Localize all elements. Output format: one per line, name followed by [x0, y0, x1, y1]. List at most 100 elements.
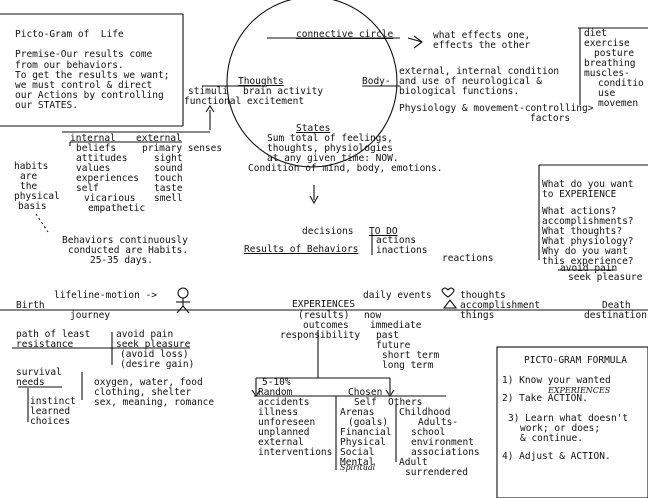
external-item-primary-senses: primary senses	[142, 143, 223, 154]
todo-label: TO DO	[369, 226, 398, 237]
destination-label: destination	[584, 310, 647, 321]
others-item-surrendered: surrendered	[405, 467, 468, 478]
timeline-future: future	[376, 340, 411, 351]
physiology-line-1: Physiology & movement-controlling>	[399, 103, 594, 114]
random-title: Random	[258, 387, 293, 398]
habits-line-1: habits	[14, 161, 49, 172]
path-desire-gain: (desire gain)	[120, 359, 195, 370]
journey-label: journey	[70, 310, 111, 321]
experience-seek-pleasure: seek pleasure	[568, 272, 643, 283]
states-line-3: at any given time: NOW.	[267, 153, 399, 164]
body-label: Body-	[362, 76, 391, 87]
effects-line-2: effects the other	[433, 40, 531, 51]
random-percent: 5-10%	[262, 377, 291, 388]
random-item-external: external	[258, 437, 304, 448]
needs-line-2: clothing, shelter	[94, 387, 192, 398]
external-item-taste: taste	[154, 183, 183, 194]
formula-step-3-line-3: & continue.	[520, 433, 583, 444]
random-item-accidents: accidents	[258, 397, 310, 408]
habits-line-4: physical	[14, 191, 60, 202]
external-item-sight: sight	[154, 153, 183, 164]
choices-label: choices	[30, 416, 71, 427]
body-line-1: external, internal condition	[399, 66, 560, 77]
results-of-behaviors: Results of Behaviors	[244, 244, 359, 255]
physiology-line-2: factors	[530, 113, 571, 124]
self-item-financial: Financial	[340, 427, 392, 438]
birth-label: Birth	[16, 300, 45, 311]
formula-step-3-line-2: work; or does;	[520, 423, 601, 434]
experiences-label: EXPERIENCES	[292, 299, 355, 310]
body-item-posture: posture	[594, 48, 635, 59]
self-item-spiritual: Spiritual	[340, 463, 376, 472]
timeline-past: past	[376, 330, 399, 341]
path-seek-pleasure: seek pleasure	[116, 339, 191, 350]
experience-line-6: What thoughts?	[542, 226, 623, 237]
random-item-unforeseen: unforeseen	[258, 417, 316, 428]
diagram-title: Picto-Gram of Life	[15, 29, 124, 40]
premise-line-2: from our behaviors.	[15, 60, 124, 71]
random-item-illness: illness	[258, 407, 299, 418]
states-line-2: thoughts, physiologies	[267, 143, 393, 154]
internal-item-vicarious: vicarious	[84, 193, 136, 204]
daily-events-label: daily events	[363, 290, 432, 301]
timeline-immediate: immediate	[370, 320, 422, 331]
stimuli-label: stimuli	[188, 86, 229, 97]
lifeline-motion-label: lifeline-motion ->	[54, 290, 157, 301]
internal-item-self: self	[76, 183, 99, 194]
random-item-unplanned: unplanned	[258, 427, 310, 438]
path-of-least-label: path of least	[16, 329, 91, 340]
thoughts-brain-activity: brain activity	[243, 86, 324, 97]
states-line-4: Condition of mind, body, emotions.	[248, 163, 443, 174]
self-item-physical: Physical	[340, 437, 386, 448]
internal-item-values: values	[76, 163, 111, 174]
body-item-movement: movemen	[598, 98, 639, 109]
habits-line-5: basis	[18, 201, 47, 212]
results-label: (results)	[298, 310, 350, 321]
decisions-label: decisions	[302, 226, 354, 237]
chosen-others: Others	[388, 397, 423, 408]
experience-line-10: this experience?	[542, 256, 634, 267]
premise-line-1: Premise-Our results come	[15, 49, 153, 60]
survival-label: survival	[16, 367, 62, 378]
states-title: States	[296, 123, 331, 134]
body-item-breathing: breathing	[584, 58, 636, 69]
formula-step-1: 1) Know your wanted	[502, 375, 611, 386]
others-item-environment: environment	[411, 437, 474, 448]
needs-line-3: sex, meaning, romance	[94, 397, 215, 408]
timeline-short-term: short term	[382, 350, 440, 361]
connective-circle-label: connective circle	[296, 29, 394, 40]
habits-note-3: 25-35 days.	[90, 255, 153, 266]
path-avoid-loss: (avoid loss)	[120, 349, 189, 360]
effects-line-1: what effects one,	[433, 30, 531, 41]
body-item-diet: diet	[584, 28, 607, 39]
formula-title: PICTO-GRAM FORMULA	[524, 355, 627, 366]
path-avoid-pain: avoid pain	[116, 329, 174, 340]
needs-line-1: oxygen, water, food	[94, 377, 203, 388]
internal-item-beliefs: beliefs	[76, 143, 117, 154]
self-item-social: Social	[340, 447, 375, 458]
body-line-3: biological functions.	[399, 86, 520, 97]
inactions-label: inactions	[376, 245, 428, 256]
experience-line-9: Why do you want	[542, 246, 628, 257]
timeline-long-term: long term	[382, 360, 434, 371]
internal-item-experiences: experiences	[76, 173, 139, 184]
death-label: Death	[602, 300, 631, 311]
premise-line-4: we must control & direct	[15, 80, 153, 91]
habits-line-3: the	[20, 181, 38, 192]
external-item-sound: sound	[154, 163, 183, 174]
self-item-goals: (goals)	[348, 417, 389, 428]
chosen-self: Self	[354, 397, 377, 408]
body-item-use: use	[598, 88, 616, 99]
needs-label: needs	[16, 377, 45, 388]
timeline-now: now	[364, 310, 382, 321]
actions-label: actions	[376, 235, 417, 246]
others-item-adults: Adults-	[418, 417, 459, 428]
premise-line-5: our Actions by controlling	[15, 90, 164, 101]
experience-avoid-pain: avoid pain	[560, 263, 618, 274]
thoughts-lifeline: thoughts	[460, 290, 506, 301]
accomplishment-label: accomplishment	[460, 300, 541, 311]
others-item-adult: Adult	[399, 457, 428, 468]
learned-label: learned	[30, 406, 71, 417]
chosen-title: Chosen	[348, 387, 383, 398]
body-item-condition: conditio	[598, 78, 644, 89]
